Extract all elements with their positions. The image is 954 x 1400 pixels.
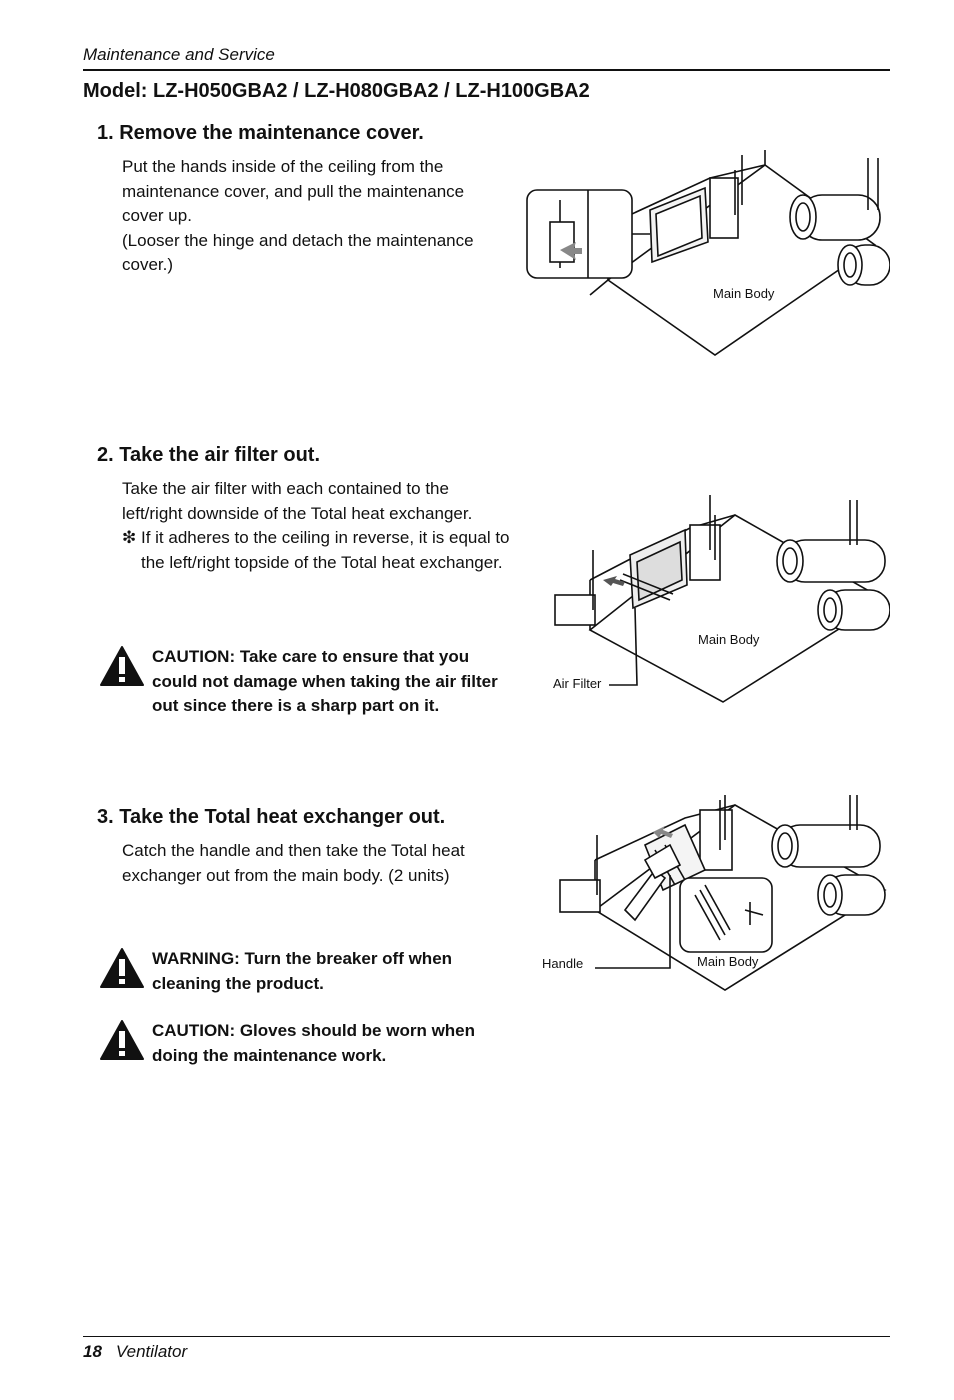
ventilator-cover-diagram: [526, 150, 890, 356]
section-title: Maintenance and Service: [83, 45, 275, 64]
label-air-filter: Air Filter: [553, 676, 602, 691]
caution-text: CAUTION: Take care to ensure that you co…: [152, 647, 498, 715]
step-2-heading: 2. Take the air filter out.: [97, 444, 321, 466]
model-title: Model: LZ-H050GBA2 / LZ-H080GBA2 / LZ-H1…: [83, 80, 590, 102]
warning-triangle-icon: [100, 646, 144, 686]
page-number: 18: [83, 1342, 102, 1361]
ventilator-filter-diagram: [554, 495, 890, 703]
figure-heat-exchanger: Main Body Handle: [535, 790, 890, 1000]
label-main-body: Main Body: [697, 954, 759, 969]
figure-remove-cover: Main Body: [520, 150, 890, 360]
caution-gloves: CAUTION: Gloves should be worn when doin…: [99, 1019, 519, 1068]
label-main-body: Main Body: [698, 632, 760, 647]
caution-sharp-part: CAUTION: Take care to ensure that you co…: [99, 645, 519, 719]
label-main-body: Main Body: [713, 286, 775, 301]
step-2-body: Take the air filter with each contained …: [122, 477, 512, 575]
step-3-body: Catch the handle and then take the Total…: [122, 839, 512, 888]
step-1-line: (Looser the hinge and detach the mainten…: [122, 230, 474, 250]
footer: 18 Ventilator: [83, 1342, 187, 1362]
step-3-heading: 3. Take the Total heat exchanger out.: [97, 806, 446, 828]
step-1-line: Put the hands inside of the ceiling from…: [122, 157, 444, 176]
step-2-note: ❇ If it adheres to the ceiling in revers…: [122, 528, 510, 572]
step-2-line: Take the air filter with each contained …: [122, 479, 449, 498]
step-1-line: maintenance cover, and pull the maintena…: [122, 181, 465, 201]
footer-product: Ventilator: [115, 1342, 188, 1361]
figure-air-filter: Main Body Air Filter: [545, 490, 890, 710]
step-1-body: Put the hands inside of the ceiling from…: [122, 155, 512, 278]
label-handle: Handle: [542, 956, 584, 971]
step-1-heading: 1. Remove the maintenance cover.: [97, 122, 424, 144]
step-3-line: Catch the handle and then take the Total…: [122, 841, 465, 860]
ventilator-exchanger-diagram: [559, 795, 887, 991]
warning-breaker: WARNING: Turn the breaker off when clean…: [99, 947, 519, 996]
footer-divider: [83, 1336, 890, 1337]
warning-triangle-icon: [100, 1020, 144, 1060]
step-1-line: cover up.: [122, 206, 192, 225]
step-3-line: exchanger out from the main body. (2 uni…: [122, 865, 450, 885]
warning-text: WARNING: Turn the breaker off when clean…: [152, 949, 453, 993]
caution-text: CAUTION: Gloves should be worn when doin…: [152, 1021, 476, 1065]
step-1-line: cover.): [122, 255, 174, 274]
header-divider: [83, 69, 890, 71]
step-2-line: left/right downside of the Total heat ex…: [122, 503, 473, 523]
warning-triangle-icon: [100, 948, 144, 988]
